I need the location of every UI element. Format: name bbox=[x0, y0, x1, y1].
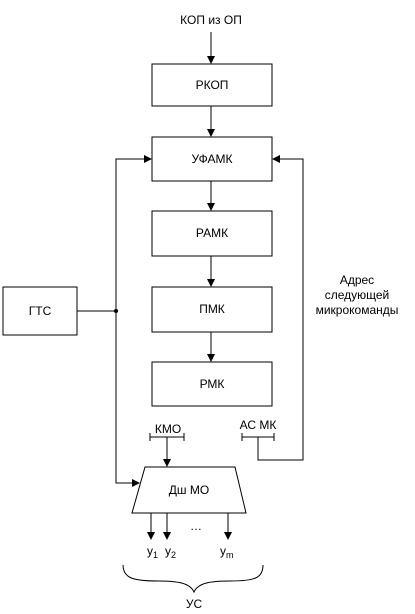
arrowhead-rmk bbox=[207, 354, 215, 362]
output-label-y2: y2 bbox=[165, 544, 176, 560]
feedback-label-line1: Адрес bbox=[340, 273, 374, 287]
wire-clock-to-ufamk bbox=[115, 158, 148, 311]
block-ufamk-label: УФАМК bbox=[191, 152, 232, 166]
arrowhead-decoder-top bbox=[163, 459, 171, 467]
feedback-label-line3: микрокоманды bbox=[316, 303, 399, 317]
block-ramk bbox=[151, 210, 273, 257]
feedback-label-line2: следующей bbox=[325, 288, 390, 302]
input-label: КОП из ОП bbox=[180, 13, 242, 27]
block-pmk-label: ПМК bbox=[199, 302, 225, 316]
arrowhead-rkop bbox=[207, 56, 215, 64]
block-ramk-label: РАМК bbox=[196, 226, 228, 240]
block-rkop-label: РКОП bbox=[196, 78, 229, 92]
wire-clock-to-decoder bbox=[115, 311, 136, 484]
arrowhead-ufamk-top bbox=[207, 129, 215, 137]
arrowhead-ramk bbox=[207, 203, 215, 211]
wire-feedback bbox=[257, 158, 304, 461]
block-pmk bbox=[151, 286, 273, 333]
arrowhead-pmk bbox=[207, 279, 215, 287]
arrowhead-y2 bbox=[163, 532, 171, 540]
arrowhead-ufamk-left bbox=[144, 155, 152, 163]
block-dsh-mo-label: Дш МО bbox=[169, 483, 209, 497]
arrowhead-ym bbox=[224, 532, 232, 540]
arrowhead-y1 bbox=[147, 532, 155, 540]
field-kmo-label: КМО bbox=[155, 422, 181, 436]
block-rmk-label: РМК bbox=[200, 377, 225, 391]
block-dsh-mo bbox=[131, 466, 247, 514]
block-gts-label: ГТС bbox=[29, 304, 52, 318]
field-as-mk-label: АС МК bbox=[240, 418, 277, 432]
block-ufamk bbox=[151, 136, 273, 182]
outputs-ellipsis: … bbox=[190, 519, 202, 533]
output-label-y1: y1 bbox=[147, 544, 158, 560]
block-rmk bbox=[151, 361, 273, 407]
output-group-label: УС bbox=[186, 597, 203, 611]
arrowhead-ufamk-right bbox=[272, 155, 280, 163]
output-brace bbox=[122, 564, 264, 594]
arrowhead-decoder-left bbox=[132, 479, 140, 487]
block-rkop bbox=[151, 63, 273, 107]
output-label-ym: ym bbox=[220, 544, 234, 560]
block-gts bbox=[2, 286, 78, 336]
field-as-mk-bracket bbox=[241, 433, 275, 441]
